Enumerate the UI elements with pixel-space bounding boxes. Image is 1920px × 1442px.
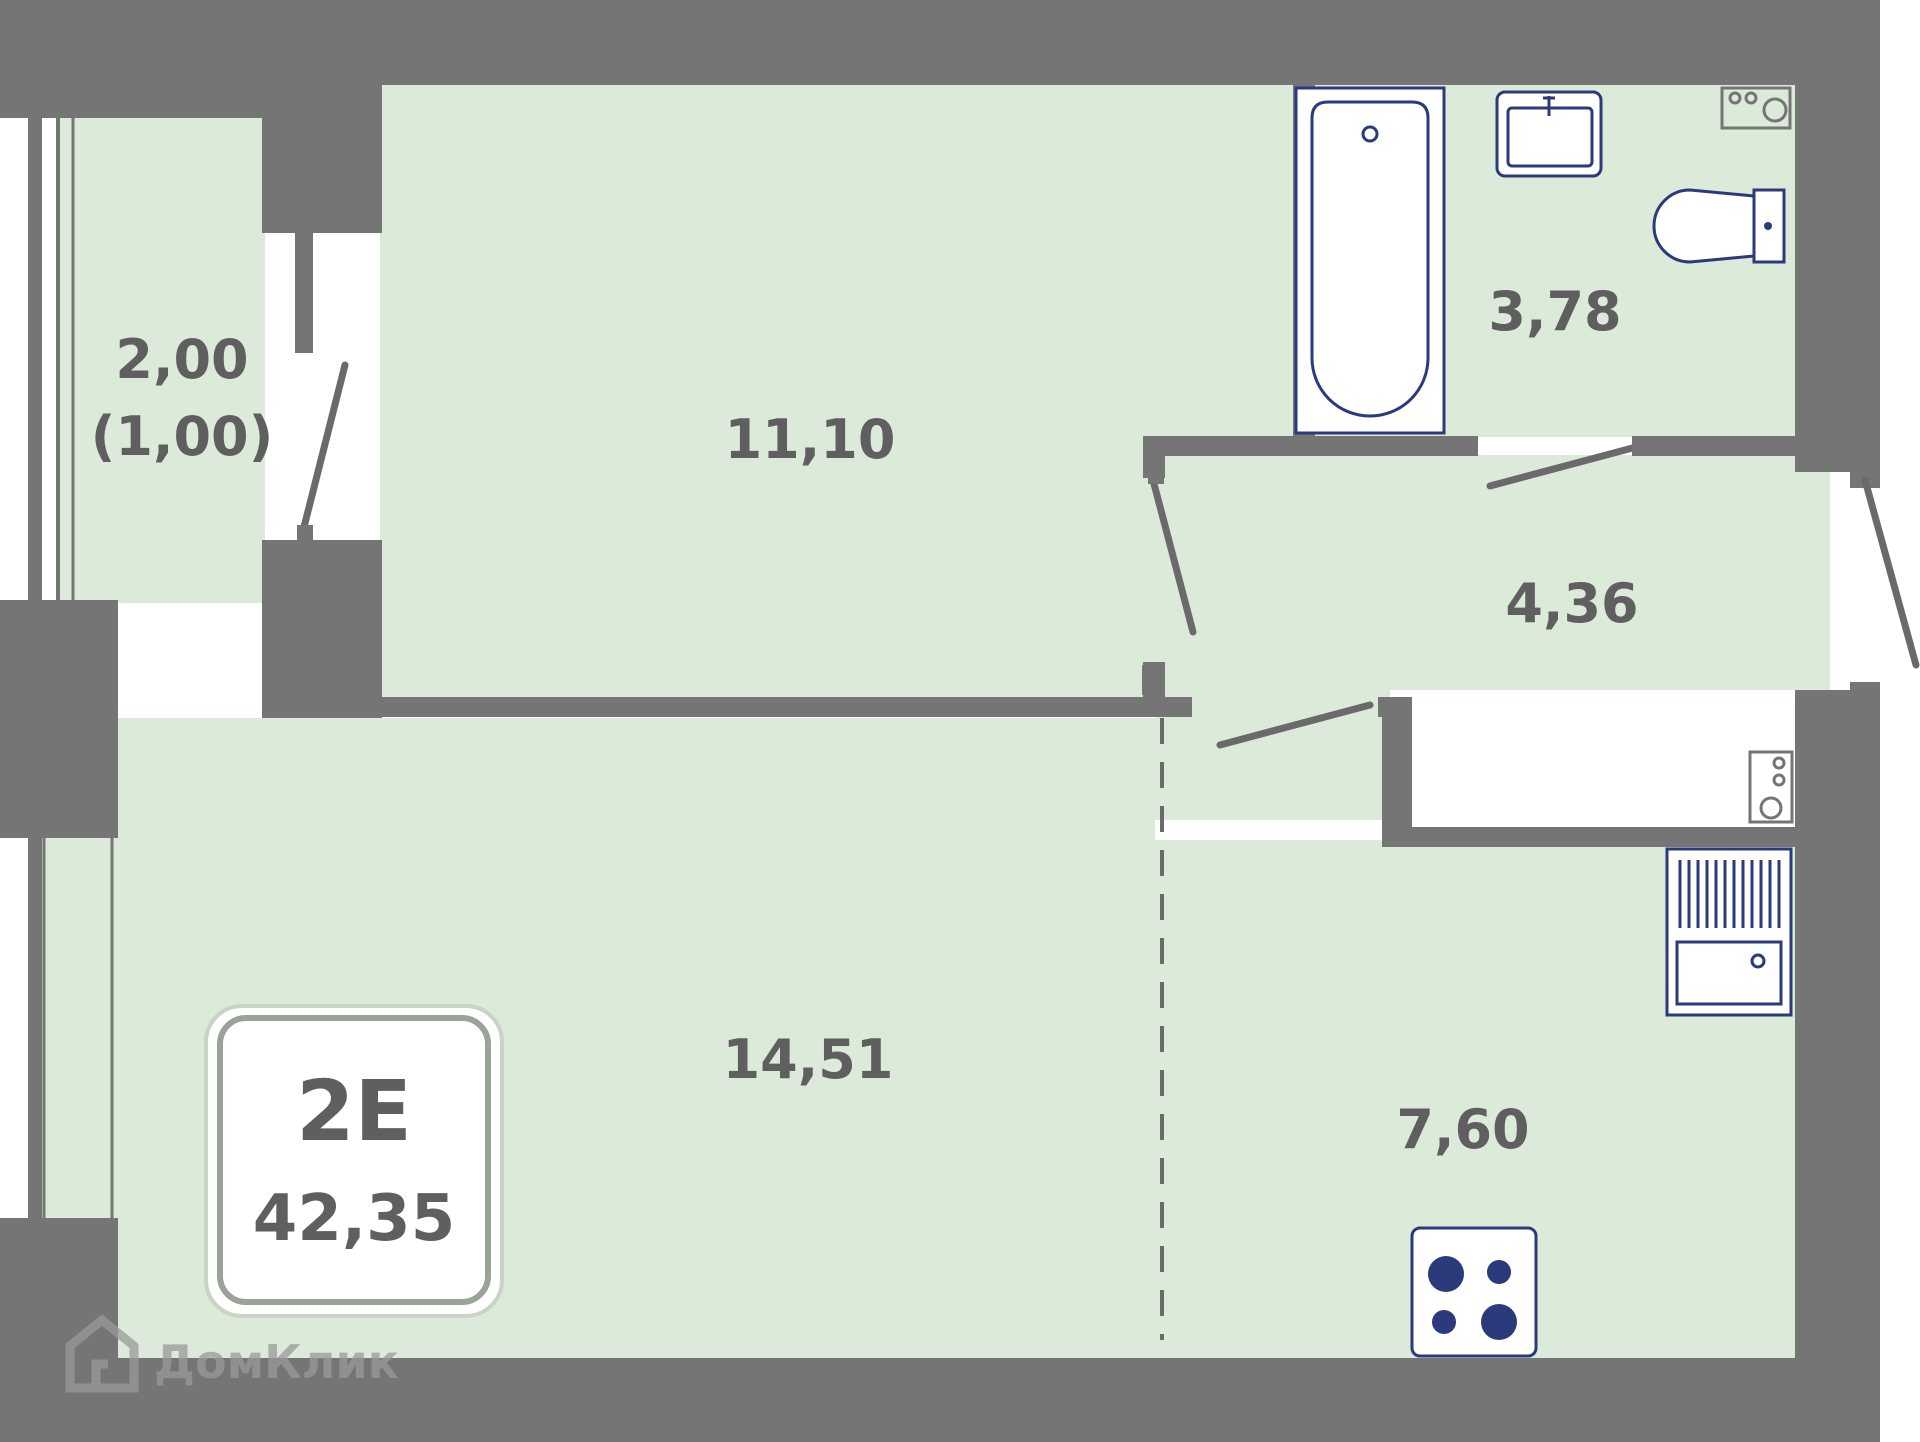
- bathtub-icon: [1294, 86, 1446, 435]
- wall-left-mid: [0, 600, 118, 838]
- house-logo-door: [91, 1359, 108, 1388]
- entrance-door: [1861, 476, 1920, 669]
- living-room-area: 14,51: [723, 1028, 894, 1091]
- wall-left-bottom: [0, 1218, 118, 1442]
- post-7: [1170, 697, 1192, 717]
- meter-dial-1: [1728, 91, 1742, 105]
- post-4: [1378, 697, 1406, 717]
- post-3: [1142, 665, 1162, 695]
- wall-balcony-divider: [295, 225, 313, 353]
- meter-icon: [1720, 86, 1792, 130]
- house-logo-icon: [65, 1314, 139, 1393]
- kitchen-sink-icon: [1665, 847, 1793, 1017]
- balcony-floor: [60, 118, 265, 603]
- wall-bedroom-bottom: [262, 697, 1192, 717]
- bathroom-area: 3,78: [1488, 280, 1621, 343]
- bathroom-door: [1486, 442, 1644, 490]
- post-5: [1632, 436, 1650, 456]
- bedroom-door: [1149, 476, 1197, 636]
- house-logo-shape: [65, 1314, 139, 1393]
- balcony-area-coefficient: (1,00): [91, 405, 274, 468]
- bathtub-basin: [1310, 100, 1430, 418]
- wall-bottom: [0, 1358, 1880, 1442]
- toilet-icon: [1652, 188, 1786, 264]
- panel-box: [1748, 750, 1794, 824]
- kitchen-area: 7,60: [1396, 1098, 1529, 1161]
- panel-dial-1: [1772, 756, 1786, 770]
- burner-2: [1487, 1260, 1511, 1284]
- loggia-floor: [40, 835, 115, 1220]
- meter-box-1: [1720, 86, 1792, 130]
- pillar-bottom: [262, 540, 382, 718]
- walls: [0, 0, 1880, 1442]
- meter-dial-3: [1762, 97, 1788, 123]
- wall-bathroom-bottom: [1143, 436, 1473, 456]
- windows: [0, 118, 114, 1218]
- doors: [298, 361, 1920, 749]
- kitchen-sink-drain: [1750, 953, 1766, 969]
- total-area: 42,35: [253, 1182, 455, 1256]
- badge-inner: [217, 1015, 491, 1305]
- burner-4: [1481, 1304, 1517, 1340]
- kitchen-sink-basin: [1675, 940, 1783, 1006]
- balcony-area: 2,00: [115, 328, 248, 391]
- living-door: [1216, 701, 1374, 749]
- sink-frame: [1495, 90, 1603, 178]
- burner-1: [1428, 1256, 1464, 1292]
- bedroom-area: 11,10: [725, 408, 896, 471]
- apartment-badge: 2E 42,35: [204, 1004, 504, 1318]
- area-labels: 2,00 (1,00) 11,10 3,78 4,36 14,51 7,60: [91, 280, 1639, 1161]
- toilet-bowl: [1652, 188, 1756, 264]
- wall-top: [0, 0, 1880, 85]
- bedroom-floor: [380, 85, 1295, 697]
- post-6: [1460, 436, 1478, 456]
- wall-kitchen-stub: [1382, 697, 1412, 847]
- wall-kitchen-top: [1382, 827, 1797, 847]
- drying-rack: [1678, 860, 1781, 928]
- wall-right-bottom: [1795, 690, 1880, 1442]
- post-2: [1148, 460, 1164, 484]
- panel-dial-2: [1772, 773, 1786, 787]
- stove-icon: [1410, 1226, 1538, 1358]
- toilet-button: [1764, 222, 1772, 230]
- apartment-code: 2E: [296, 1062, 412, 1160]
- kitchen-sink-frame: [1665, 847, 1793, 1017]
- wall-right-top: [1795, 0, 1880, 472]
- sink-icon: [1495, 90, 1603, 178]
- watermark: ДомКлик: [65, 1314, 399, 1393]
- watermark-text: ДомКлик: [154, 1335, 399, 1389]
- wall-entry-post-2: [1850, 682, 1880, 698]
- wall-bathroom-bottom-right: [1637, 436, 1797, 456]
- bathtub-frame: [1294, 86, 1446, 435]
- stove-frame: [1410, 1226, 1538, 1358]
- bathtub-drain: [1361, 125, 1379, 143]
- burner-3: [1432, 1310, 1456, 1334]
- balcony-door: [298, 361, 349, 539]
- hallway-floor: [1155, 455, 1830, 690]
- meter-dial-2: [1744, 91, 1758, 105]
- panel-dial-3: [1759, 796, 1783, 820]
- door-posts: [297, 436, 1650, 717]
- post-1: [297, 525, 313, 545]
- hallway-area: 4,36: [1505, 572, 1638, 635]
- electric-panel-icon: [1748, 750, 1794, 824]
- pillar-top: [262, 85, 382, 233]
